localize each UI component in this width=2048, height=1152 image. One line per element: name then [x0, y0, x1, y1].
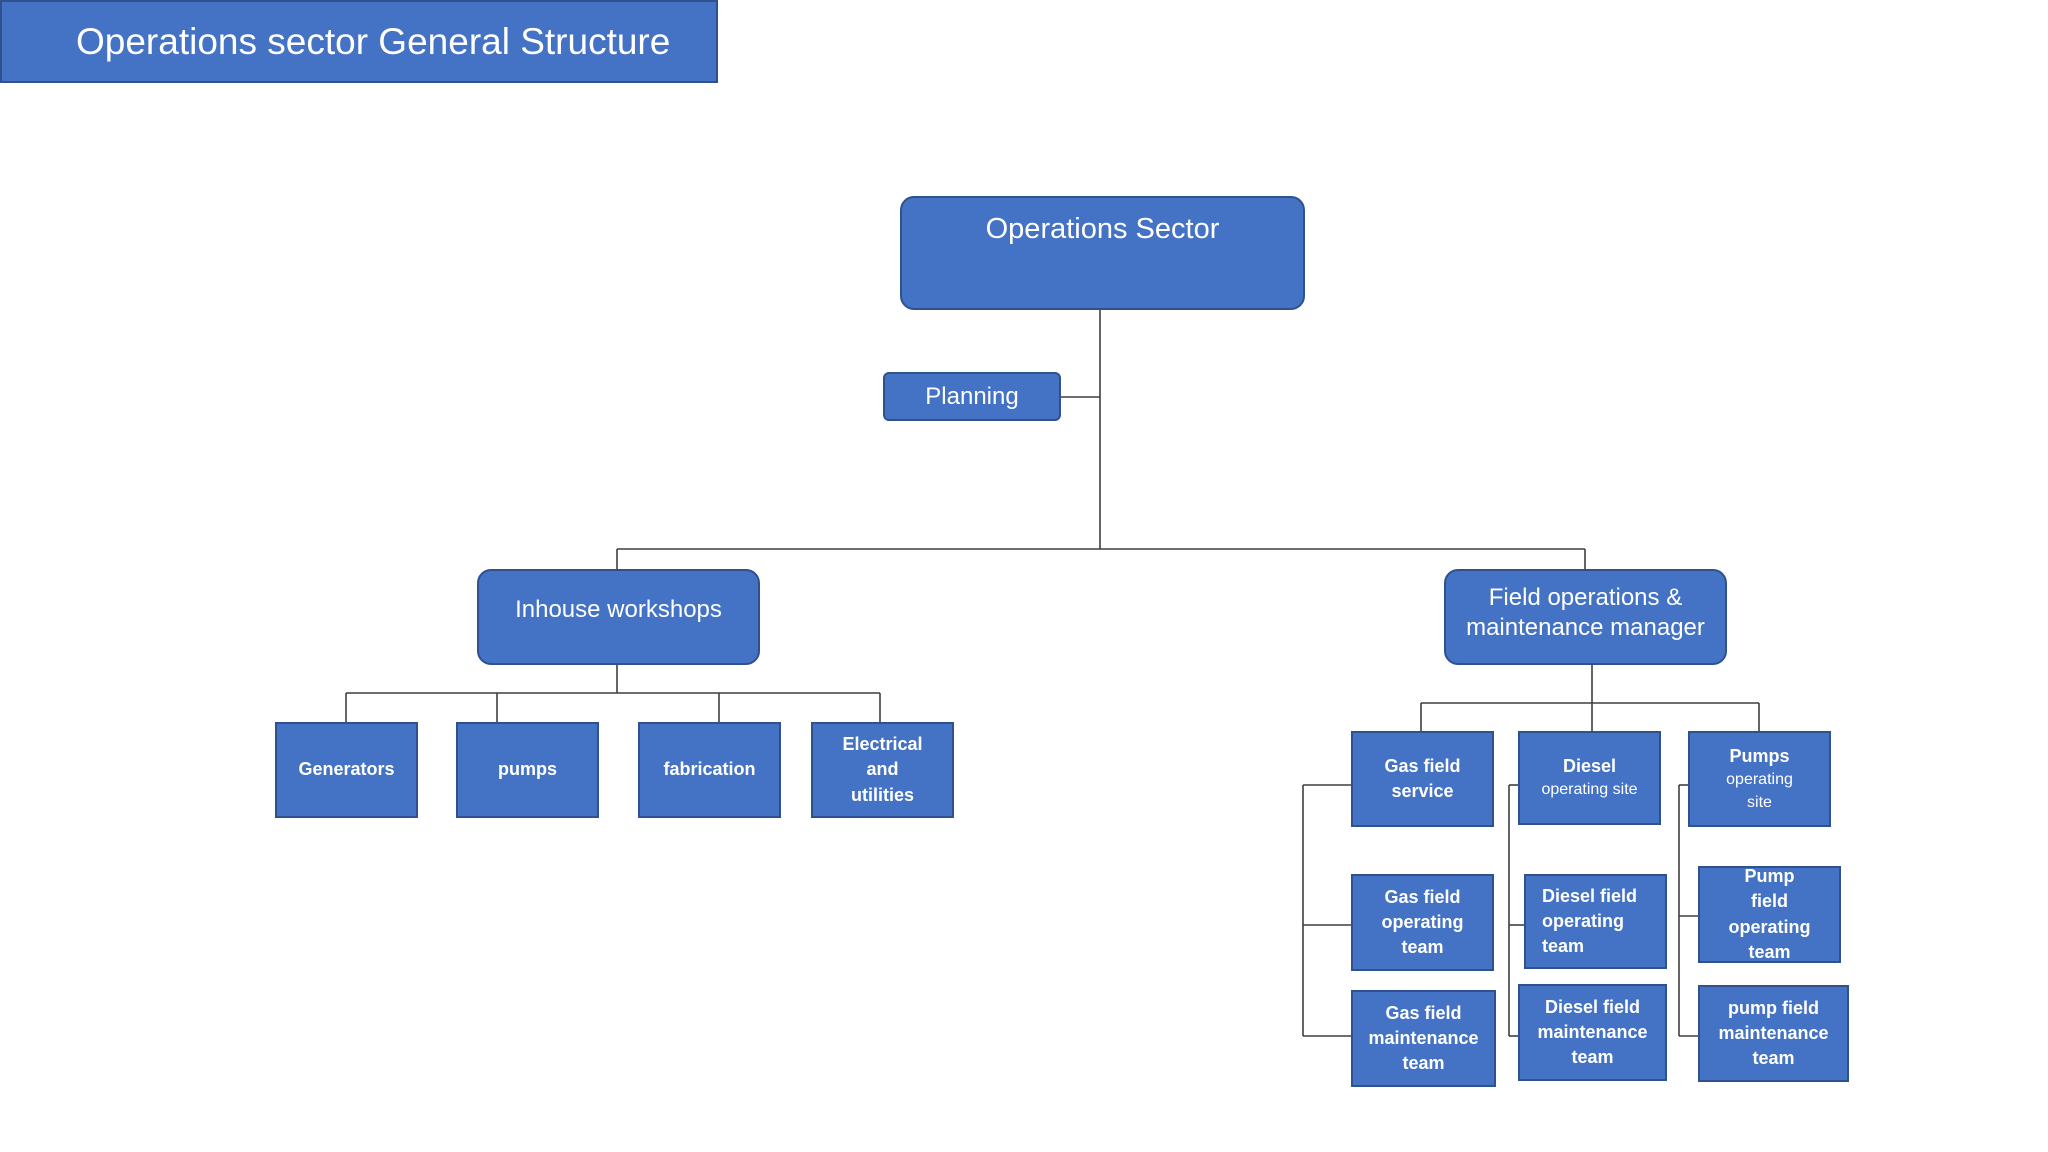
planning-box: Planning	[883, 372, 1061, 421]
pump-field-operating-team-box: Pump field operating team	[1698, 866, 1841, 963]
pumps-operating-site-box: Pumps operating site	[1688, 731, 1831, 827]
diesel-operating-site-box: Diesel operating site	[1518, 731, 1661, 825]
diesel-title: Diesel	[1562, 756, 1617, 777]
gas-field-operating-team-box: Gas field operating team	[1351, 874, 1494, 971]
operations-sector-box: Operations Sector	[900, 196, 1305, 310]
pumps-site-title: Pumps	[1729, 746, 1790, 767]
generators-box: Generators	[275, 722, 418, 818]
electrical-utilities-box: Electrical and utilities	[811, 722, 954, 818]
pumps-workshop-box: pumps	[456, 722, 599, 818]
diesel-field-operating-team-box: Diesel field operating team	[1524, 874, 1667, 969]
diesel-field-maintenance-team-box: Diesel field maintenance team	[1518, 984, 1667, 1081]
field-operations-manager-box: Field operations & maintenance manager	[1444, 569, 1727, 665]
fabrication-box: fabrication	[638, 722, 781, 818]
gas-field-maintenance-team-box: Gas field maintenance team	[1351, 990, 1496, 1087]
pumps-site-subtitle: operating site	[1726, 771, 1793, 811]
diesel-subtitle: operating site	[1541, 781, 1638, 799]
pump-field-maintenance-team-box: pump field maintenance team	[1698, 985, 1849, 1082]
slide-title: Operations sector General Structure	[0, 0, 718, 83]
gas-field-service-box: Gas field service	[1351, 731, 1494, 827]
inhouse-workshops-box: Inhouse workshops	[477, 569, 760, 665]
